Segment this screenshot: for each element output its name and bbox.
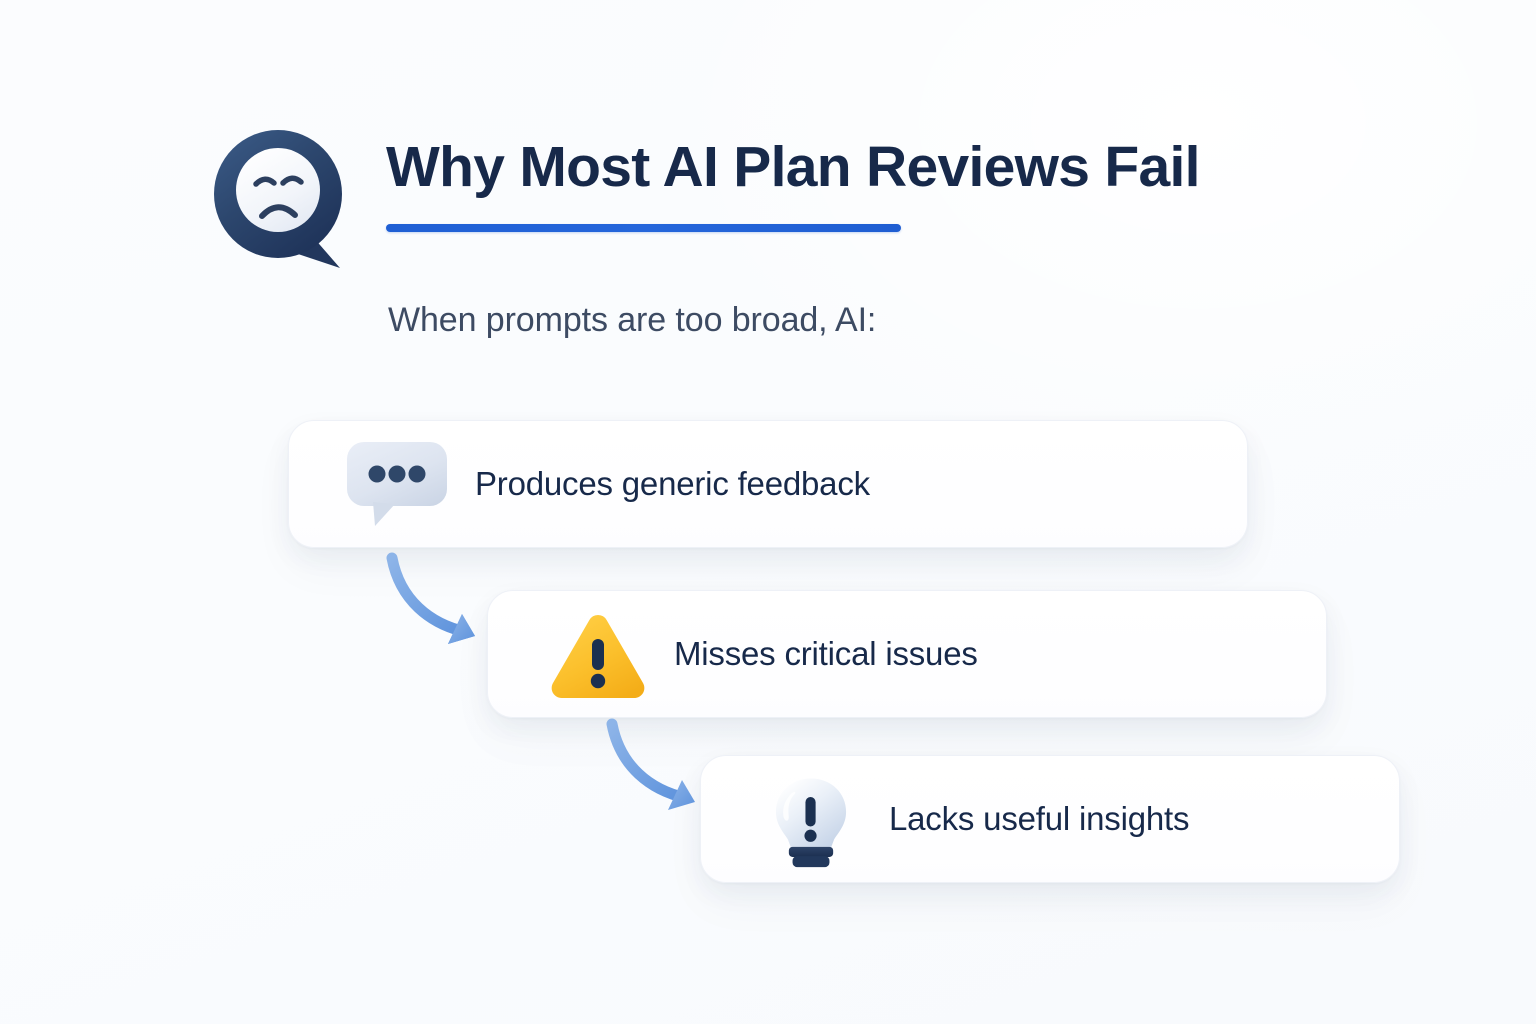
subtitle: When prompts are too broad, AI: — [388, 301, 877, 339]
warning-triangle-icon — [546, 608, 650, 700]
card-label: Produces generic feedback — [475, 465, 870, 502]
header: Why Most AI Plan Reviews Fail — [212, 118, 1312, 278]
title-block: Why Most AI Plan Reviews Fail — [386, 135, 1200, 232]
sad-face-speech-bubble-icon — [212, 126, 352, 274]
page-title: Why Most AI Plan Reviews Fail — [386, 135, 1200, 199]
failure-card-lacks-insights[interactable]: Lacks useful insights — [700, 755, 1400, 883]
title-underline-accent — [386, 223, 901, 232]
card-label: Lacks useful insights — [889, 800, 1190, 837]
failure-card-misses-issues[interactable]: Misses critical issues — [487, 590, 1327, 718]
card-label: Misses critical issues — [674, 635, 978, 672]
lightbulb-exclamation-icon — [763, 773, 867, 868]
failure-card-generic-feedback[interactable]: Produces generic feedback — [288, 420, 1248, 548]
chat-bubble-dots-icon — [345, 438, 449, 530]
